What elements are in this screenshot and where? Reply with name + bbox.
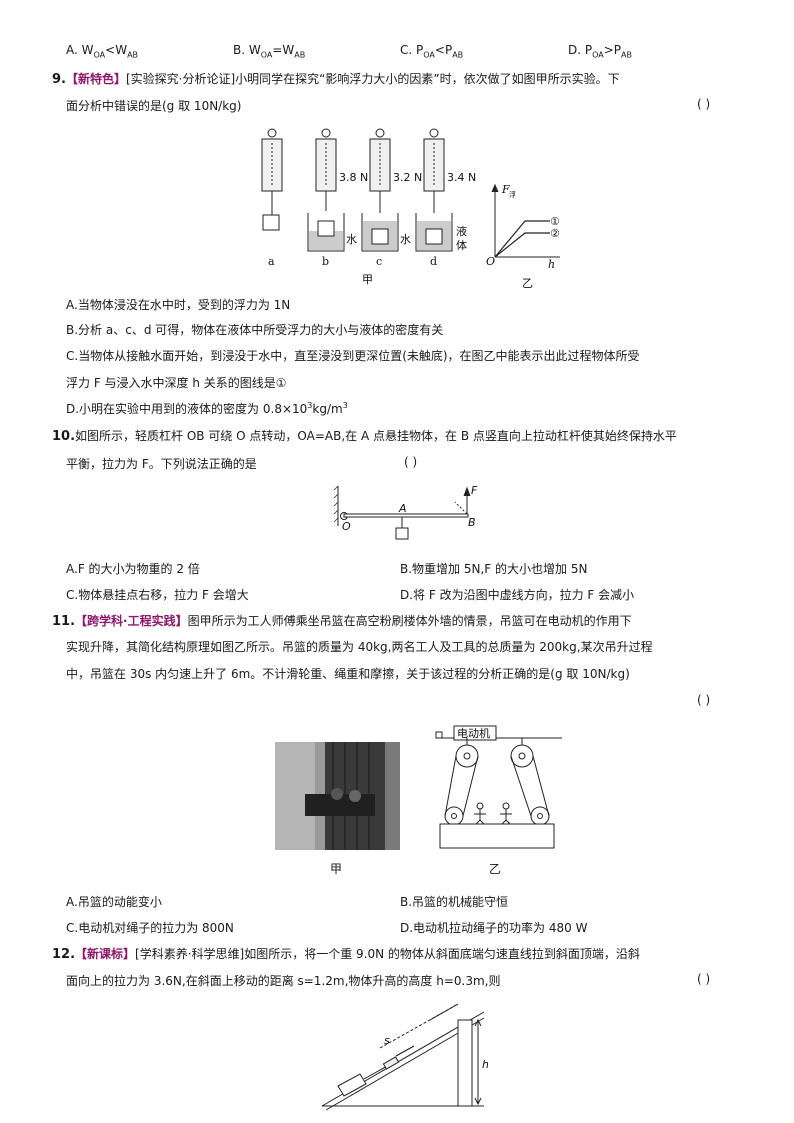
q9-stem-line1: 9.【新特色】[实验探究·分析论证]小明同学在探究“影响浮力大小的因素”时，依次… <box>52 70 620 87</box>
q12-stem-line1: 12.【新课标】[学科素养·科学思维]如图所示，将一个重 9.0N 的物体从斜面… <box>52 945 640 962</box>
q9-option-c-line1: C.当物体从接触水面开始，到浸没于水中，直至浸没到更深位置(未触底)，在图乙中能… <box>66 349 640 363</box>
graph-h: h <box>548 258 555 271</box>
q10-text: 如图所示，轻质杠杆 OB 可绕 O 点转动，OA=AB,在 A 点悬挂物体，在 … <box>75 429 677 443</box>
label-s: s <box>384 1034 390 1047</box>
spring-scale-d <box>415 128 453 252</box>
q10-option-b: B.物重增加 5N,F 的大小也增加 5N <box>400 562 588 576</box>
q9-option-d: D.小明在实验中用到的液体的密度为 0.8×103kg/m3 <box>66 401 348 416</box>
graph-F-sub: 浮 <box>509 190 516 199</box>
q9-option-a: A.当物体浸没在水中时，受到的浮力为 1N <box>66 298 291 312</box>
q11-stem-line2: 实现升降，其简化结构原理如图乙所示。吊篮的质量为 40kg,两名工人及工具的总质… <box>66 640 653 654</box>
q12-answer-paren: ( ) <box>697 972 711 986</box>
q11-answer-paren: ( ) <box>697 693 711 707</box>
q9-number: 9. <box>52 72 66 87</box>
label-F: F <box>471 484 478 497</box>
graph-O: O <box>486 255 495 268</box>
buoyancy-graph <box>491 183 560 258</box>
q12-text: [学科素养·科学思维]如图所示，将一个重 9.0N 的物体从斜面底端匀速直线拉到… <box>135 947 640 961</box>
reading-b: 3.8 N <box>339 171 368 184</box>
reading-c: 3.2 N <box>393 171 422 184</box>
q9-figure: 3.8 N 3.2 N 3.4 N 水 水 液 体 a b c d 甲 乙 F … <box>261 128 560 290</box>
q9-tag: 【新特色】 <box>65 72 126 86</box>
q8-option-a: A. WOA<WAB <box>66 43 139 60</box>
spring-scale-b <box>307 128 345 252</box>
reading-d: 3.4 N <box>447 171 476 184</box>
q10-answer-paren: ( ) <box>404 455 418 469</box>
q11-text: 图甲所示为工人师傅乘坐吊篮在高空粉刷楼体外墙的情景，吊篮可在电动机的作用下 <box>187 614 632 628</box>
q11-option-b: B.吊篮的机械能守恒 <box>400 895 509 909</box>
q10-lever-figure: O A B F <box>333 484 478 540</box>
q8-option-c: C. POA<PAB <box>400 43 464 60</box>
label-liquid-2: 体 <box>456 238 467 252</box>
spring-scale-a <box>261 128 283 231</box>
label-water-c: 水 <box>400 233 411 246</box>
q9-stem-line2: 面分析中错误的是(g 取 10N/kg) <box>66 99 242 113</box>
caption-yi: 乙 <box>522 277 533 290</box>
q11-stem-line1: 11.【跨学科·工程实践】图甲所示为工人师傅乘坐吊篮在高空粉刷楼体外墙的情景，吊… <box>52 612 632 629</box>
q9-option-b: B.分析 a、c、d 可得，物体在液体中所受浮力的大小与液体的密度有关 <box>66 323 444 337</box>
label-A: A <box>398 502 407 515</box>
label-B: B <box>468 516 476 529</box>
sub-d: d <box>430 255 437 268</box>
caption-jia: 甲 <box>362 273 373 286</box>
motor-label: 电动机 <box>457 726 490 740</box>
sub-b: b <box>322 255 329 268</box>
q10-option-d: D.将 F 改为沿图中虚线方向，拉力 F 会减小 <box>400 588 635 602</box>
q9-answer-paren: ( ) <box>697 97 711 111</box>
q11-tag: 【跨学科·工程实践】 <box>75 614 188 628</box>
q10-number: 10. <box>52 429 76 444</box>
q11-pulley-diagram: 电动机 <box>435 725 562 849</box>
q11-number: 11. <box>52 614 76 629</box>
spring-scale-c <box>361 128 399 252</box>
q11-option-d: D.电动机拉动绳子的功率为 480 W <box>400 921 588 935</box>
curve-1-label: ① <box>550 215 560 228</box>
q11-stem-line3: 中，吊篮在 30s 内匀速上升了 6m。不计滑轮重、绳重和摩擦，关于该过程的分析… <box>66 667 630 681</box>
label-liquid-1: 液 <box>456 224 467 238</box>
q9-option-c-line2: 浮力 F 与浸入水中深度 h 关系的图线是① <box>66 376 287 390</box>
q10-option-c: C.物体悬挂点右移，拉力 F 会增大 <box>66 588 249 602</box>
q11-photo <box>275 742 400 850</box>
q11-caption-yi: 乙 <box>489 862 502 876</box>
q11-option-a: A.吊篮的动能变小 <box>66 895 162 909</box>
label-h: h <box>482 1058 488 1071</box>
q12-stem-line2: 面向上的拉力为 3.6N,在斜面上移动的距离 s=1.2m,物体升高的高度 h=… <box>66 974 501 988</box>
curve-2-label: ② <box>550 227 560 240</box>
q9-text: [实验探究·分析论证]小明同学在探究“影响浮力大小的因素”时，依次做了如图甲所示… <box>126 72 620 86</box>
graph-F: F <box>501 183 510 196</box>
q8-option-b: B. WOA=WAB <box>233 43 306 60</box>
q11-caption-jia: 甲 <box>330 862 343 876</box>
sub-c: c <box>376 255 382 268</box>
label-O: O <box>342 520 351 533</box>
q8-option-d: D. POA>PAB <box>568 43 633 60</box>
q10-stem-line2: 平衡，拉力为 F。下列说法正确的是 <box>66 457 257 471</box>
q12-number: 12. <box>52 947 76 962</box>
q12-incline-figure: s h <box>321 1003 488 1111</box>
label-water-b: 水 <box>346 233 357 246</box>
q10-option-a: A.F 的大小为物重的 2 倍 <box>66 562 200 576</box>
sub-a: a <box>268 255 275 268</box>
q12-tag: 【新课标】 <box>75 947 136 961</box>
q11-option-c: C.电动机对绳子的拉力为 800N <box>66 921 234 935</box>
q10-stem-line1: 10.如图所示，轻质杠杆 OB 可绕 O 点转动，OA=AB,在 A 点悬挂物体… <box>52 427 677 444</box>
